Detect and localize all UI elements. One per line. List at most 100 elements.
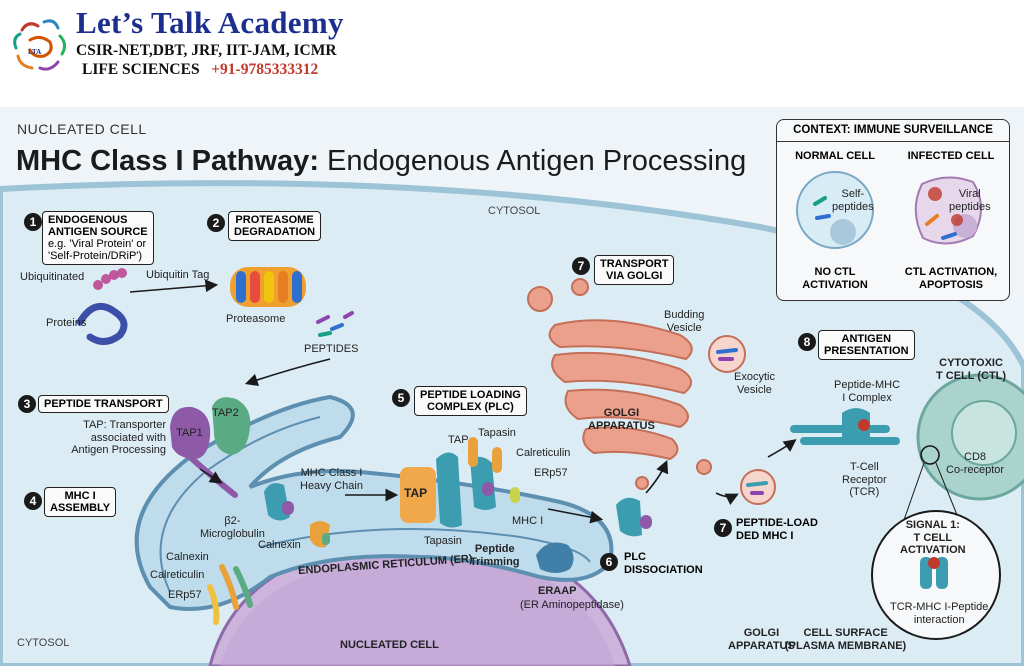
mhc-i-label: MHC I <box>512 515 544 527</box>
calreticulin-label-a: Calreticulin <box>150 569 205 581</box>
synapse-marker <box>920 445 940 465</box>
tapasin-label-b: Tapasin <box>424 535 462 547</box>
proteasome-label: Proteasome <box>226 313 286 325</box>
tap-description: TAP: Transporter associated with Antigen… <box>71 419 166 456</box>
mhc-heavy-chain-icon <box>264 483 294 521</box>
step-3-number: 3 <box>18 395 36 413</box>
chaperone-cluster-icon <box>207 564 253 625</box>
tcr-interaction-icon <box>920 557 948 589</box>
step-6-title: PLC DISSOCIATION <box>624 551 703 576</box>
cytosol-label-top: CYTOSOL <box>488 205 541 217</box>
calreticulin-label-b: Calreticulin <box>516 447 571 459</box>
peptides-label: PEPTIDES <box>304 343 359 355</box>
step-7-number: 7 <box>572 257 590 275</box>
normal-cell-outcome: NO CTL ACTIVATION <box>802 266 868 291</box>
erp57-label-a: ERp57 <box>168 589 202 601</box>
infected-cell-heading: INFECTED CELL <box>907 150 995 162</box>
peptide-trimming-label: Peptide Trimming <box>470 543 520 568</box>
step-1-box: ENDOGENOUS ANTIGEN SOURCE e.g. 'Viral Pr… <box>42 211 154 265</box>
nucleated-cell-label: NUCLEATED CELL <box>340 639 439 651</box>
step-7b-title: PEPTIDE-LOAD DED MHC I <box>736 517 818 542</box>
calnexin-label-b: Calnexin <box>166 551 209 563</box>
golgi-icon <box>527 278 712 490</box>
proteasome-icon <box>230 267 306 307</box>
surface-mhc-icon <box>790 408 900 445</box>
b2m-label: β2- Microglobulin <box>200 515 265 540</box>
step-8-box: ANTIGEN PRESENTATION <box>818 330 915 360</box>
ctl-cell-icon <box>916 373 1024 501</box>
step-5-box: PEPTIDE LOADING COMPLEX (PLC) <box>414 386 527 416</box>
context-title: CONTEXT: IMMUNE SURVEILLANCE <box>793 124 993 136</box>
page-title-rest: Endogenous Antigen Processing <box>327 145 747 177</box>
step-2-number: 2 <box>207 214 225 232</box>
eraap-full-label: (ER Aminopeptidase) <box>520 599 624 611</box>
calnexin-label-a: Calnexin <box>258 539 301 551</box>
step-4-box: MHC I ASSEMBLY <box>44 487 117 517</box>
peptides-icon <box>316 311 354 337</box>
viral-peptides-label: Viral peptides <box>949 188 991 213</box>
proteins-label: Proteins <box>46 317 87 329</box>
step-5-number: 5 <box>392 389 410 407</box>
erp57-label-b: ERp57 <box>534 467 568 479</box>
ctl-label: CYTOTOXIC T CELL (CTL) <box>936 357 1007 382</box>
ubiquitinated-protein-icon <box>76 268 128 345</box>
exocytic-vesicle-icon <box>740 469 776 505</box>
context-title-divider <box>777 141 1009 142</box>
mhc-heavy-chain-label: MHC Class I Heavy Chain <box>300 467 363 492</box>
step-7-box: TRANSPORT VIA GOLGI <box>594 255 675 285</box>
brand-subject: LIFE SCIENCES +91-9785333312 <box>82 61 318 79</box>
eraap-icon <box>536 542 574 573</box>
peptide-mhc-label: Peptide-MHC I Complex <box>834 379 901 404</box>
step-7b-number: 7 <box>714 519 732 537</box>
brand-header: LTA Let’s Talk Academy CSIR-NET,DBT, JRF… <box>0 0 1024 107</box>
tapasin-label-a: Tapasin <box>478 427 516 439</box>
step-8-number: 8 <box>798 333 816 351</box>
tap-small-label: TAP <box>448 434 469 446</box>
page-title: MHC Class I Pathway: Endogenous Antigen … <box>16 145 746 178</box>
step-1-desc: e.g. 'Viral Protein' or 'Self-Protein/DR… <box>48 238 147 262</box>
step-1-title: ENDOGENOUS ANTIGEN SOURCE <box>48 214 148 238</box>
brand-exams: CSIR-NET,DBT, JRF, IIT-JAM, ICMR <box>76 42 337 59</box>
normal-cell-heading: NORMAL CELL <box>795 150 875 162</box>
ubiquitin-tag-label: Ubiquitin Tag <box>146 269 210 281</box>
brand-name: Let’s Talk Academy <box>76 5 344 40</box>
budding-vesicle-icon <box>708 335 746 373</box>
calnexin-icon <box>310 521 330 548</box>
page-kicker: NUCLEATED CELL <box>17 121 147 137</box>
tap1-label: TAP1 <box>176 427 203 439</box>
cytosol-label-bottom: CYTOSOL <box>17 637 70 649</box>
infected-cell-outcome: CTL ACTIVATION, APOPTOSIS <box>904 266 998 291</box>
tap1-icon <box>170 406 211 459</box>
tcr-interaction-label: TCR-MHC I-Peptide interaction <box>890 601 989 626</box>
page-title-bold: MHC Class I Pathway: <box>16 145 319 177</box>
step-2-box: PROTEASOME DEGRADATION <box>228 211 322 241</box>
brand-phone: +91-9785333312 <box>211 61 319 78</box>
tcr-label: T-Cell Receptor (TCR) <box>842 461 887 498</box>
brand-subject-text: LIFE SCIENCES <box>82 61 200 78</box>
pathway-poster: NUCLEATED CELL MHC Class I Pathway: Endo… <box>0 107 1024 666</box>
context-cells-illustration <box>796 171 982 249</box>
golgi-apparatus-label: GOLGI APPARATUS <box>588 407 655 432</box>
golgi-bottom-label: GOLGI APPARATUS <box>728 627 795 652</box>
tap-plc-label: TAP <box>404 486 428 500</box>
context-panel: CONTEXT: IMMUNE SURVEILLANCE NORMAL CELL… <box>776 119 1010 301</box>
plc-complex-icon <box>400 437 520 528</box>
tap2-label: TAP2 <box>212 407 239 419</box>
step-6-number: 6 <box>600 553 618 571</box>
cd8-label: CD8 Co-receptor <box>946 451 1005 476</box>
tap2-icon <box>212 397 251 455</box>
eraap-label: ERAAP <box>538 585 577 597</box>
cell-surface-label: CELL SURFACE (PLASMA MEMBRANE) <box>785 627 907 652</box>
brand-logo-icon: LTA <box>13 19 67 71</box>
cell-illustration <box>0 180 1024 666</box>
dissociated-mhc-icon <box>616 497 652 537</box>
step-1-number: 1 <box>24 213 42 231</box>
exocytic-vesicle-label: Exocytic Vesicle <box>734 371 775 396</box>
budding-vesicle-label: Budding Vesicle <box>664 309 705 334</box>
step-3-box: PEPTIDE TRANSPORT <box>38 395 169 413</box>
ubiquitinated-label: Ubiquitinated <box>20 271 85 283</box>
self-peptides-label: Self- peptides <box>832 188 874 213</box>
step-4-number: 4 <box>24 492 42 510</box>
svg-text:LTA: LTA <box>28 48 41 56</box>
signal1-label: SIGNAL 1: T CELL ACTIVATION <box>900 519 966 556</box>
